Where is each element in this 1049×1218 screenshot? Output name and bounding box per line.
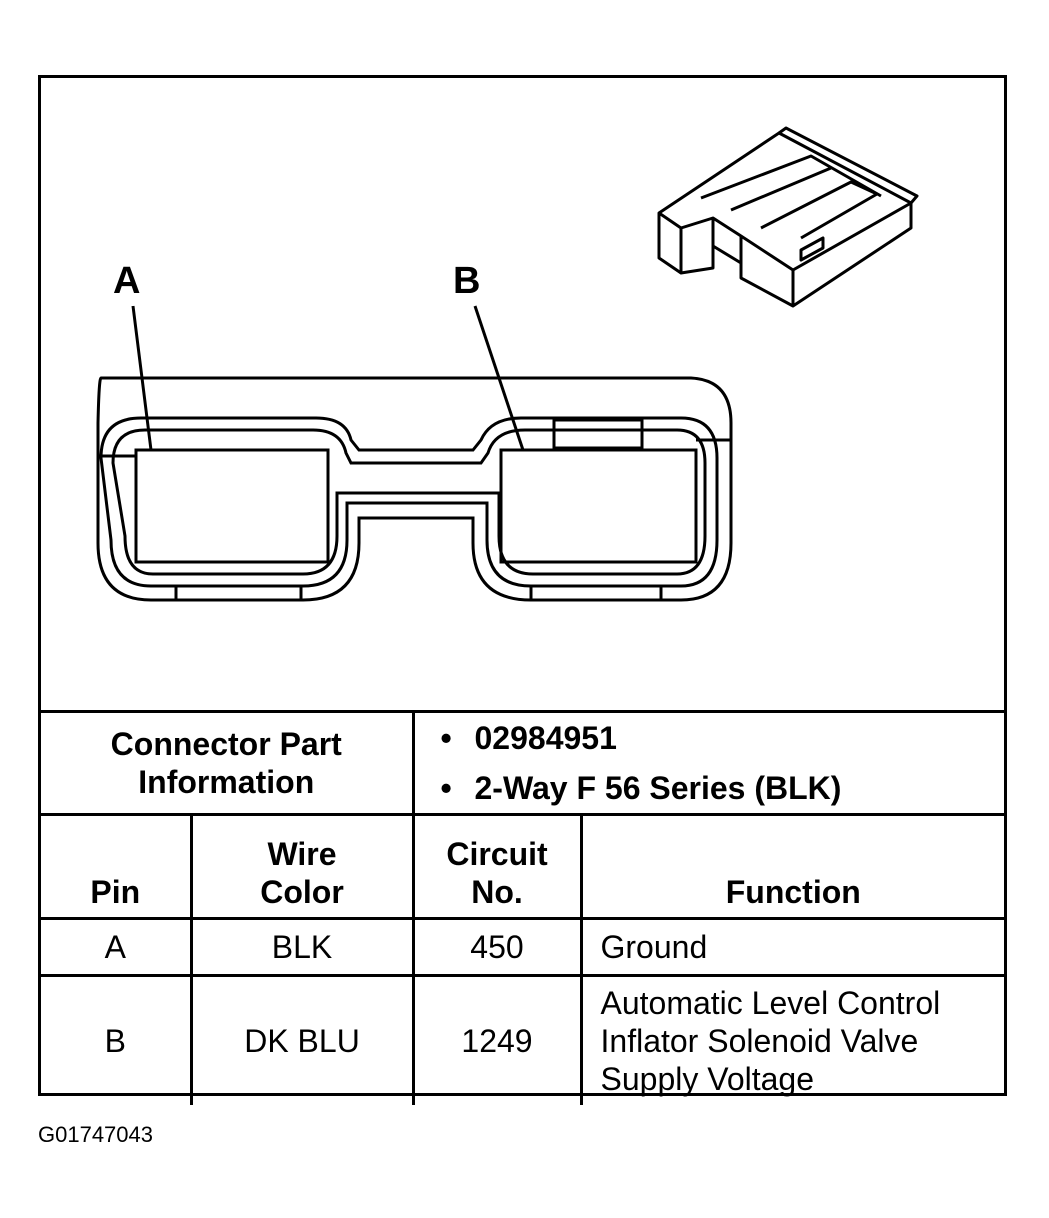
part-info-label: Connector Part Information xyxy=(110,726,342,800)
part-info-details-cell: 02984951 2-Way F 56 Series (BLK) xyxy=(411,710,1005,816)
header-wire-color: Wire Color xyxy=(189,813,415,920)
connector-body-outline xyxy=(96,376,733,602)
row-b-function-text: Automatic Level Control Inflator Solenoi… xyxy=(600,985,941,1097)
part-info-label-cell: Connector Part Information xyxy=(41,710,415,816)
connector-series: 2-Way F 56 Series (BLK) xyxy=(441,769,1005,807)
header-function: Function xyxy=(579,813,1005,920)
row-b-wire-color: DK BLU xyxy=(189,974,415,1105)
connector-figure: A B xyxy=(41,78,1004,710)
figure-id: G01747043 xyxy=(38,1122,153,1147)
row-a-pin: A xyxy=(41,917,193,977)
table-row: B DK BLU 1249 Automatic Level Control In… xyxy=(41,974,1005,1105)
diagram-frame: A B Connector Part Infor xyxy=(38,75,1007,1105)
connector-isometric-icon xyxy=(657,126,919,308)
header-wire-color-text: Wire Color xyxy=(260,836,344,910)
pin-label-b: B xyxy=(453,260,480,302)
header-circuit-no: Circuit No. xyxy=(411,813,583,920)
connector-info-table: Connector Part Information 02984951 2-Wa… xyxy=(41,710,1005,1105)
row-a-circuit-no: 450 xyxy=(411,917,583,977)
row-a-wire-color: BLK xyxy=(189,917,415,977)
terminal-cavity-a xyxy=(134,448,330,564)
table-row: A BLK 450 Ground xyxy=(41,917,1005,977)
part-info-row: Connector Part Information 02984951 2-Wa… xyxy=(41,710,1005,816)
header-pin: Pin xyxy=(41,813,193,920)
connector-inner-outline-2 xyxy=(111,428,707,576)
terminal-cavity-b xyxy=(499,448,698,564)
connector-inner-outline xyxy=(99,416,719,588)
pin-label-a: A xyxy=(113,260,140,302)
pin-b-leader xyxy=(473,305,525,451)
part-number: 02984951 xyxy=(441,719,1005,757)
row-b-circuit-no: 1249 xyxy=(411,974,583,1105)
connector-latch xyxy=(552,418,644,450)
row-a-function: Ground xyxy=(579,917,1005,977)
row-b-pin: B xyxy=(41,974,193,1105)
row-b-function: Automatic Level Control Inflator Solenoi… xyxy=(579,974,1005,1105)
pin-a-leader xyxy=(131,305,153,451)
header-circuit-no-text: Circuit No. xyxy=(446,836,548,910)
connector-drawing: A B xyxy=(96,126,919,602)
header-row: Pin Wire Color Circuit No. Function xyxy=(41,813,1005,920)
